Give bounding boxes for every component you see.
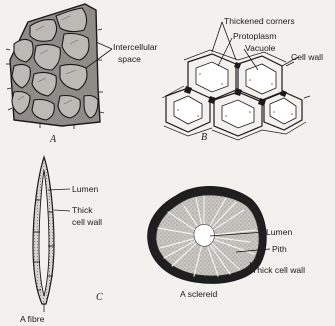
intercellular-label: Intercellular (113, 42, 158, 52)
sclereid-caption: A sclereid (180, 289, 217, 299)
panel-c-fibre: Lumen Thick cell wall A fibre C (20, 157, 103, 324)
sclereid-lumen (194, 225, 214, 247)
panel-b-collenchyma: Thickened corners Protoplasm Vacuole Cel… (162, 16, 323, 143)
intercellular-space-label: space (118, 54, 141, 64)
fibre-thick-label: Thick (72, 205, 93, 215)
sclereid-pith-label: Pith (272, 244, 287, 254)
sclereid-thick-cell-wall-label: Thick cell wall (252, 265, 305, 275)
fibre-caption: A fibre (20, 314, 45, 324)
vacuole-label: Vacuole (245, 43, 276, 53)
panel-letter-a: A (49, 134, 57, 145)
sclereid-lumen-label: Lumen (266, 227, 292, 237)
fibre-lumen-label: Lumen (72, 184, 98, 194)
panel-letter-c: C (96, 292, 103, 303)
panel-a-parenchyma: Intercellular space A (6, 4, 158, 145)
cell-wall-label: Cell wall (291, 52, 323, 62)
fibre-cell-wall-label: cell wall (72, 217, 102, 227)
panel-letter-b: B (201, 132, 207, 143)
panel-c-sclereid: Lumen Pith Thick cell wall A sclereid (148, 187, 305, 299)
protoplasm-label: Protoplasm (233, 31, 276, 41)
thickened-corners-label: Thickened corners (224, 16, 295, 26)
